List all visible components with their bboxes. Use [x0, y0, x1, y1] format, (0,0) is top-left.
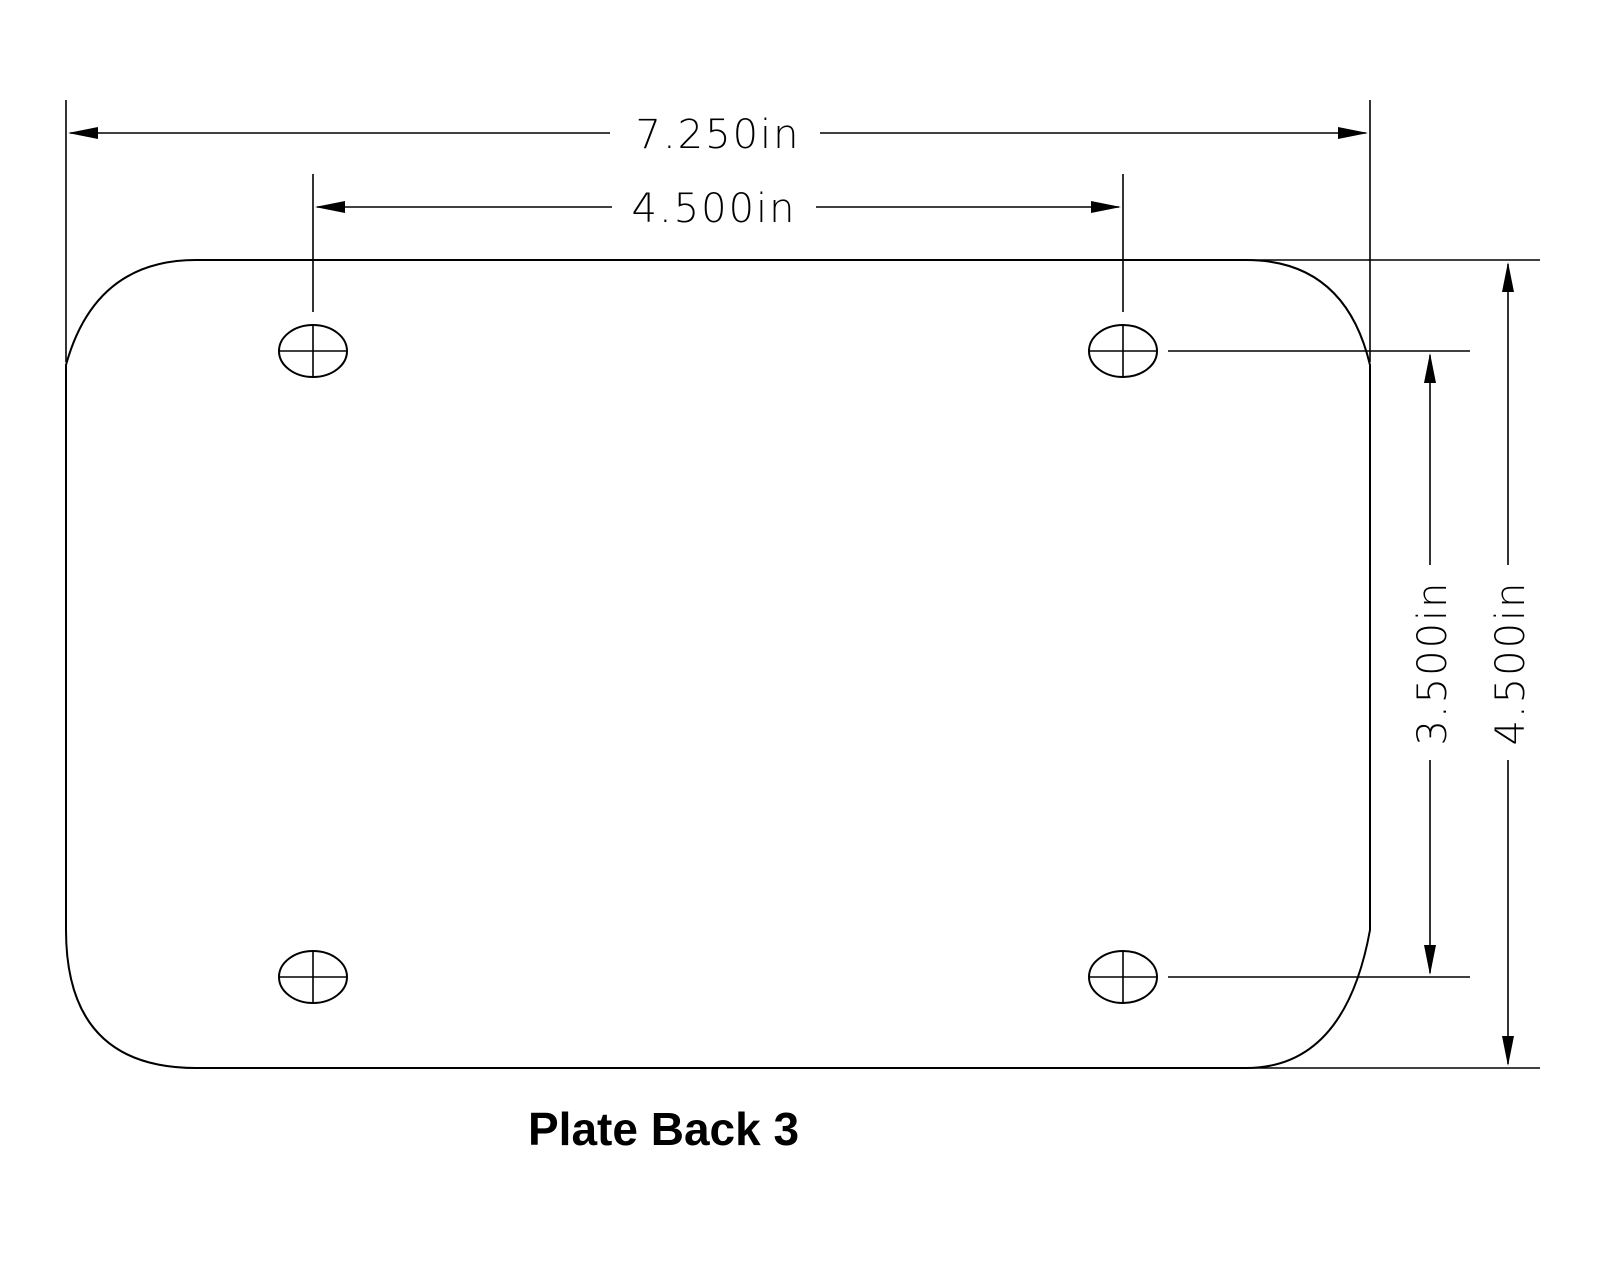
hole-top-left: [278, 324, 348, 378]
plate-outline: [65, 259, 1371, 1069]
dimension-label-overall-height: 4.500in: [1488, 581, 1534, 746]
dimension-hole-spacing-vertical: 3.500in: [1168, 350, 1470, 978]
dimension-overall-height: 4.500in: [1250, 259, 1540, 1069]
dimension-label-hole-spacing-vertical: 3.500in: [1410, 581, 1456, 746]
dimension-label-hole-spacing-horizontal: 4.500in: [632, 186, 797, 232]
hole-top-right: [1088, 324, 1158, 378]
hole-bottom-left: [278, 950, 348, 1004]
hole-bottom-right: [1088, 950, 1158, 1004]
dimension-hole-spacing-horizontal: 4.500in: [312, 174, 1124, 312]
dimension-overall-width: 7.250in: [65, 100, 1371, 362]
dimension-label-overall-width: 7.250in: [636, 112, 801, 158]
drawing-title: Plate Back 3: [528, 1103, 800, 1155]
